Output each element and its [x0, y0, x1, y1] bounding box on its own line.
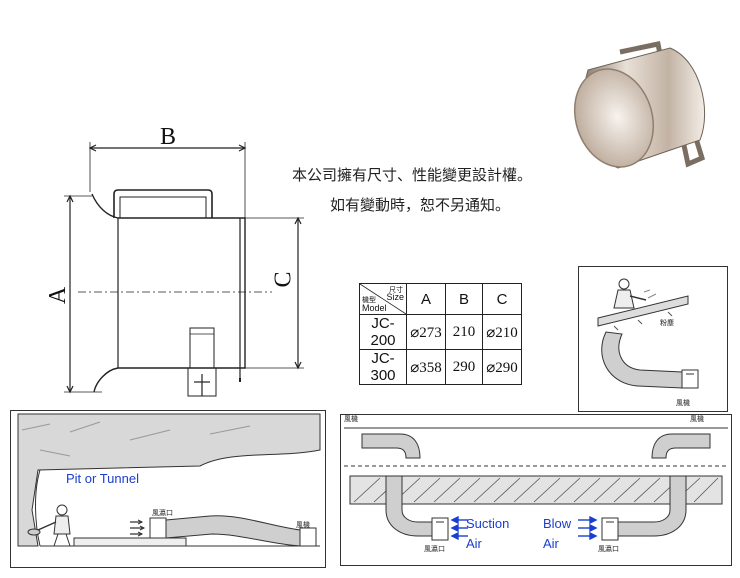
dimension-b-label: B — [160, 124, 177, 150]
suction-label-2: Air — [466, 536, 482, 551]
spec-row: JC-200 ⌀273 210 ⌀210 — [359, 314, 522, 350]
spec-row-model: JC-300 — [359, 349, 407, 385]
spec-row-a: ⌀273 — [406, 314, 446, 350]
duct-right-fan-label: 風瀛口 — [598, 545, 619, 553]
blow-label-1: Blow — [543, 516, 572, 531]
spec-row-b: 210 — [445, 314, 483, 350]
welder-fan-label: 風機 — [676, 399, 690, 407]
duct-top-right-label: 風機 — [690, 415, 704, 423]
duct-top-left-label: 風機 — [344, 415, 358, 423]
notice-line-1: 本公司擁有尺寸、性能變更設計權。 — [292, 166, 533, 184]
spec-table: 尺寸 Size 機型 Model A B C JC-200 ⌀273 210 ⌀… — [359, 283, 522, 385]
dimension-c-label: C — [270, 271, 297, 288]
dimension-a-label: A — [45, 286, 72, 305]
tunnel-usage-scene — [10, 410, 326, 568]
spec-header-b: B — [445, 283, 483, 315]
spec-header-a: A — [406, 283, 446, 315]
spec-row-c: ⌀210 — [482, 314, 522, 350]
corner-model-cn: 機型 — [362, 297, 376, 304]
spec-row: JC-300 ⌀358 290 ⌀290 — [359, 349, 522, 385]
spec-corner-cell: 尺寸 Size 機型 Model — [359, 283, 407, 315]
spec-header-c: C — [482, 283, 522, 315]
duct-left-fan-label: 風瀛口 — [424, 545, 445, 553]
suction-label-1: Suction — [466, 516, 510, 531]
spec-row-b: 290 — [445, 349, 483, 385]
corner-size-cn: 尺寸 — [389, 287, 403, 294]
spec-row-model: JC-200 — [359, 314, 407, 350]
corner-size-en: Size — [386, 292, 404, 302]
tunnel-fan-label: 風機 — [296, 521, 310, 529]
spec-row-a: ⌀358 — [406, 349, 446, 385]
product-photo — [573, 41, 706, 169]
corner-diagonal — [360, 284, 406, 314]
blow-label-2: Air — [543, 536, 559, 551]
fan-technical-drawing — [64, 142, 304, 397]
tunnel-scene-label: Pit or Tunnel — [66, 471, 139, 486]
spec-header-row: 尺寸 Size 機型 Model A B C — [359, 283, 522, 315]
welder-usage-scene — [578, 266, 728, 412]
duct-usage-scene — [340, 414, 732, 566]
corner-model-en: Model — [362, 303, 387, 313]
notice-line-2: 如有變動時，恕不另通知。 — [330, 196, 511, 214]
tunnel-outlet-label: 風瀛口 — [152, 509, 173, 517]
spec-row-c: ⌀290 — [482, 349, 522, 385]
welder-outlet-label: 粉塵 — [660, 319, 674, 327]
